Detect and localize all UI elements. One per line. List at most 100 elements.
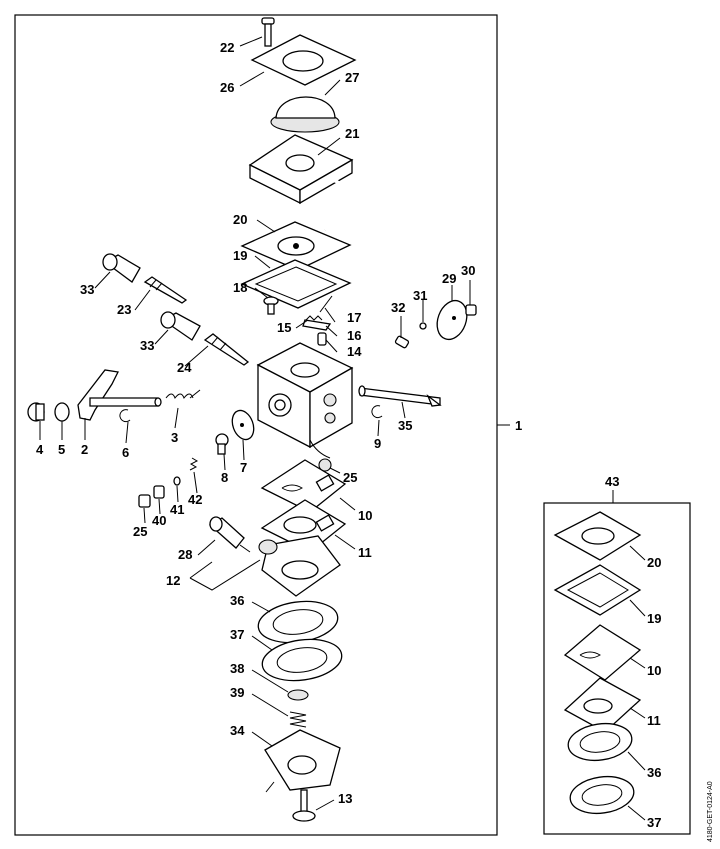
part-42-spring	[189, 457, 199, 471]
part-14-needle	[317, 332, 327, 346]
part-40-valve	[153, 485, 165, 499]
callout-11: 11	[358, 545, 372, 560]
part-29-disc	[436, 299, 468, 341]
callout-33-lower: 33	[140, 338, 154, 353]
callout-37: 37	[230, 627, 244, 642]
callout-43: 43	[605, 474, 619, 489]
part-34-cover	[264, 729, 341, 793]
part-38-lever-disc	[287, 689, 309, 701]
part-17-pin	[319, 295, 333, 313]
callout-21: 21	[345, 126, 359, 141]
callout-25-lower: 25	[133, 524, 147, 539]
part-13-screw	[292, 789, 316, 822]
part-7-throttle-plate	[231, 409, 255, 441]
kit-callout-20: 20	[647, 555, 661, 570]
callout-24: 24	[177, 360, 192, 375]
callout-26: 26	[220, 80, 234, 95]
kit-callout-36: 36	[647, 765, 661, 780]
part-5-washer	[54, 402, 70, 422]
repair-kit-frame	[543, 502, 691, 835]
part-16-lever	[302, 319, 332, 331]
callout-28: 28	[178, 547, 192, 562]
part-33-cap-upper	[102, 253, 141, 283]
part-27-primer-bulb	[270, 96, 340, 133]
callout-14: 14	[347, 344, 362, 359]
kit-part-36-diaphragm	[567, 722, 633, 762]
callout-18: 18	[233, 280, 247, 295]
part-35-choke-shaft	[358, 385, 442, 407]
callout-13: 13	[338, 791, 352, 806]
kit-part-10-gasket	[563, 624, 642, 681]
callout-39: 39	[230, 685, 244, 700]
part-6-e-clip	[119, 409, 131, 423]
kit-callout-37: 37	[647, 815, 661, 830]
callout-17: 17	[347, 310, 361, 325]
callout-20: 20	[233, 212, 247, 227]
part-32-screw	[394, 335, 410, 349]
callout-27: 27	[345, 70, 359, 85]
part-15-spring	[305, 315, 323, 321]
kit-part-20-diaphragm	[553, 511, 642, 561]
part-21-pump-cover	[248, 134, 354, 232]
callout-4: 4	[36, 442, 44, 457]
callout-2: 2	[81, 442, 88, 457]
kit-part-19-gasket	[553, 564, 642, 616]
kit-part-11-diaphragm	[563, 677, 642, 733]
callout-16: 16	[347, 328, 361, 343]
part-4-nut	[27, 402, 45, 422]
kit-callout-10: 10	[647, 663, 661, 678]
callout-3: 3	[171, 430, 178, 445]
kit-callout-19: 19	[647, 611, 661, 626]
callout-7: 7	[240, 460, 247, 475]
callout-36: 36	[230, 593, 244, 608]
leader-lines	[39, 36, 646, 821]
part-9-e-clip	[371, 405, 383, 419]
main-assembly-frame	[14, 14, 498, 836]
callout-40: 40	[152, 513, 166, 528]
carburetor-body	[256, 342, 354, 459]
callout-32: 32	[391, 300, 405, 315]
part-19-gasket	[240, 259, 352, 309]
callout-19: 19	[233, 248, 247, 263]
part-33-cap-lower	[160, 311, 201, 341]
callout-1: 1	[515, 418, 522, 433]
part-39-spring	[289, 711, 307, 728]
callout-30: 30	[461, 263, 475, 278]
callout-35: 35	[398, 418, 412, 433]
part-25-filter-screen	[318, 458, 332, 472]
part-25-plug	[138, 494, 151, 508]
part-12-metering-housing	[258, 535, 341, 597]
callout-22: 22	[220, 40, 234, 55]
part-37-gasket	[261, 638, 343, 682]
drawing-code: 4180-GET-0124-A0	[707, 781, 714, 842]
callout-41: 41	[170, 502, 184, 517]
callout-12: 12	[166, 573, 180, 588]
part-23-adjusting-screw	[143, 276, 188, 304]
part-8-screw	[215, 433, 229, 455]
part-31-ball	[419, 322, 427, 330]
callout-31: 31	[413, 288, 427, 303]
callout-42: 42	[188, 492, 202, 507]
part-26-cover	[250, 34, 357, 86]
kit-part-37-gasket	[569, 775, 635, 815]
part-20-diaphragm	[240, 221, 352, 271]
part-22-screw	[261, 17, 275, 47]
callout-38: 38	[230, 661, 244, 676]
callout-10: 10	[358, 508, 372, 523]
part-3-torsion-spring	[165, 389, 201, 400]
callout-6: 6	[122, 445, 129, 460]
callout-29: 29	[442, 271, 456, 286]
callout-5: 5	[58, 442, 65, 457]
part-2-throttle-lever	[77, 369, 162, 421]
part-18-screw	[263, 296, 279, 315]
kit-callout-11: 11	[647, 713, 661, 728]
callout-33-upper: 33	[80, 282, 94, 297]
callout-15: 15	[277, 320, 291, 335]
part-28-nozzle	[208, 516, 251, 553]
callout-34: 34	[230, 723, 245, 738]
callout-23: 23	[117, 302, 131, 317]
callout-8: 8	[221, 470, 228, 485]
part-30-screw	[465, 304, 477, 316]
part-41-o-ring	[173, 476, 181, 486]
